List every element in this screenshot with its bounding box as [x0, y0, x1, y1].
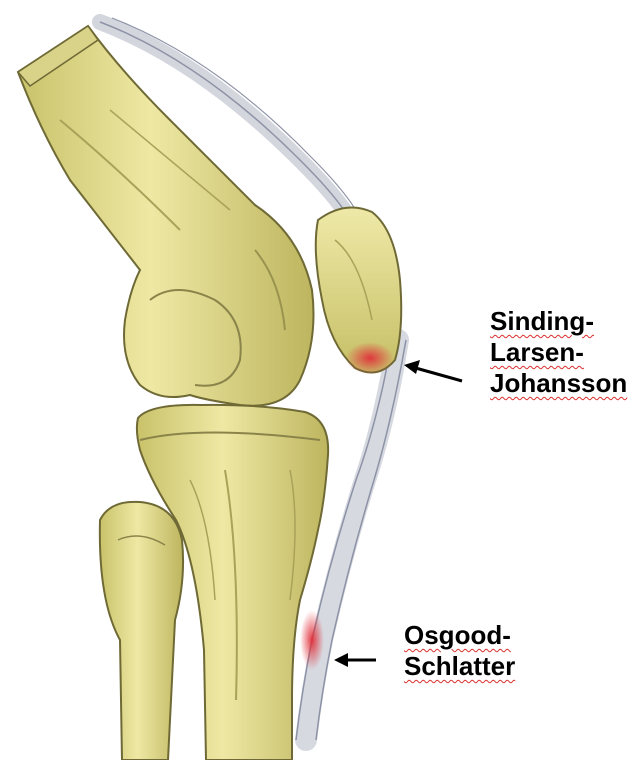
- femur: [18, 26, 314, 406]
- arrow-left-icon: [334, 653, 376, 667]
- label-line: Larsen-: [490, 337, 627, 368]
- fibula: [100, 502, 183, 760]
- label-line: Schlatter: [404, 651, 515, 682]
- label-line: Osgood-: [404, 620, 515, 651]
- osgood-schlatter-site: [300, 610, 324, 670]
- label-osgood-schlatter: Osgood- Schlatter: [404, 620, 515, 682]
- label-line: Johansson: [490, 368, 627, 399]
- sinding-larsen-johansson-site: [346, 342, 394, 374]
- label-sinding-larsen-johansson: Sinding- Larsen- Johansson: [490, 306, 627, 399]
- label-line: Sinding-: [490, 306, 627, 337]
- arrow-left-icon: [404, 360, 462, 381]
